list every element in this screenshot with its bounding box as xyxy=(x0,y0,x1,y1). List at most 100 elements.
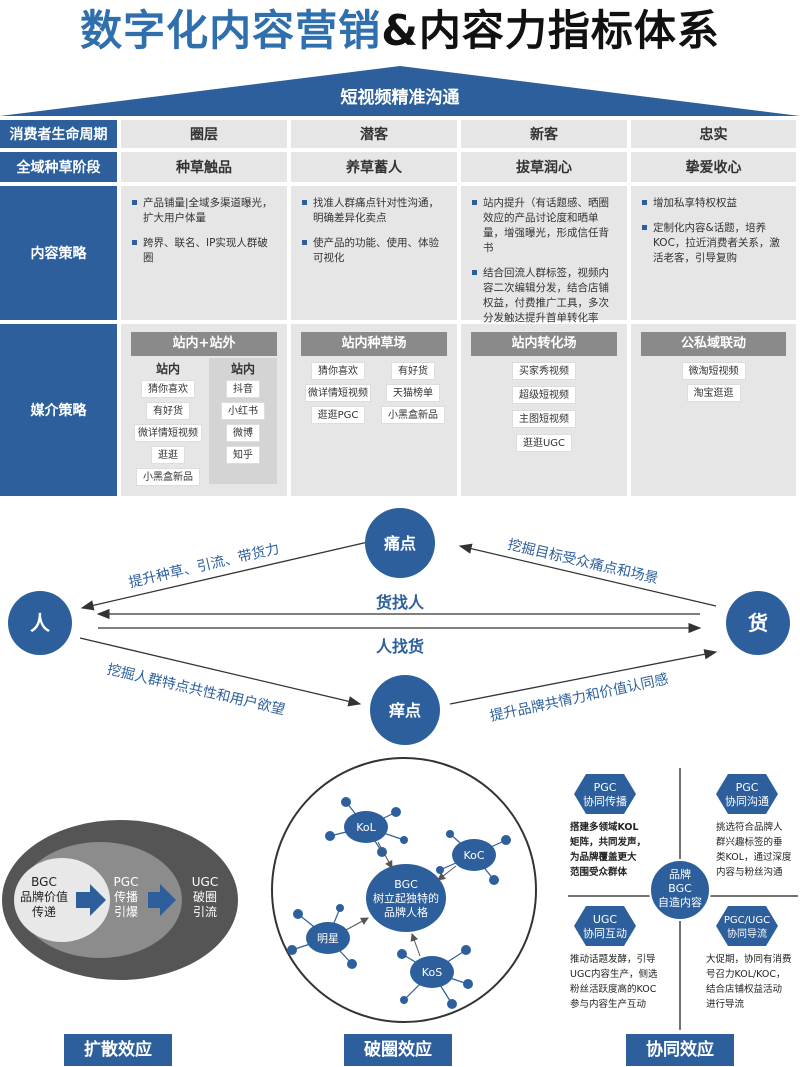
media-cell-4: 公私域联动 微淘短视频 淘宝逛逛 xyxy=(631,324,796,496)
content-cell: 产品铺量|全域多渠道曝光，扩大用户体量 跨界、联名、IP实现人群破圈 xyxy=(121,186,287,320)
content-bullet: 产品铺量|全域多渠道曝光，扩大用户体量 xyxy=(131,196,277,226)
row-stage: 全域种草阶段 种草触品 养草蓄人 拔草润心 挚爱收心 xyxy=(0,152,800,182)
media-tag: 小黑盒新品 xyxy=(135,468,200,486)
media-tag: 天猫榜单 xyxy=(385,384,440,402)
media-tag: 猜你喜欢 xyxy=(140,380,195,398)
lifecycle-cell: 圈层 xyxy=(121,120,287,148)
content-bullet: 增加私享特权权益 xyxy=(641,196,786,211)
content-bullet: 跨界、联名、IP实现人群破圈 xyxy=(131,236,277,266)
content-bullet: 找准人群痛点针对性沟通，明确差异化卖点 xyxy=(301,196,447,226)
media-head: 公私域联动 xyxy=(641,332,786,356)
breakout-leaf-dots xyxy=(287,797,511,1009)
node-kol xyxy=(344,811,388,843)
roof-banner xyxy=(0,66,800,116)
media-head: 站内转化场 xyxy=(471,332,617,356)
lifecycle-cell: 忠实 xyxy=(631,120,796,148)
label-goods: 货 xyxy=(748,611,768,635)
media-tag: 知乎 xyxy=(225,446,260,464)
arrow-person-to-itch xyxy=(79,637,362,707)
node-goods xyxy=(726,591,790,655)
breakout-label: 破圈效应 xyxy=(344,1034,452,1066)
label-itch: 痒点 xyxy=(389,701,421,720)
label-top-left: 提升种草、引流、带货力 xyxy=(127,540,281,591)
stage-cell: 挚爱收心 xyxy=(631,152,796,182)
media-tag: 微详情短视频 xyxy=(304,384,371,402)
media-tag: 逛逛 xyxy=(150,446,185,464)
label-bottom-left: 挖掘人群特点共性和用户欲望 xyxy=(105,661,286,719)
title-part1: 数字化内容营销 xyxy=(80,6,382,55)
synergy-badges xyxy=(574,774,778,946)
content-cell: 站内提升（有话题感、晒圈效应的产品讨论度和晒单量，增强曝光，形成信任背书 结合回… xyxy=(461,186,627,324)
row-media: 媒介策略 站内+站外 站内 猜你喜欢 有好货 微详情短视频 逛逛 小黑盒新品 站… xyxy=(0,324,800,496)
media-right-col: 站内 抖音 小红书 微博 知乎 xyxy=(208,358,277,484)
page-title: 数字化内容营销&内容力指标体系 xyxy=(0,2,800,60)
media-tag: 小红书 xyxy=(220,402,265,420)
content-bullet: 定制化内容&话题，培养KOC，拉近消费者关系，激活老客，引导复购 xyxy=(641,221,786,266)
media-tag: 微博 xyxy=(225,424,260,442)
row-label-stage: 全域种草阶段 xyxy=(0,152,117,182)
roof-label: 短视频精准沟通 xyxy=(340,88,460,108)
content-cell: 找准人群痛点针对性沟通，明确差异化卖点 使产品的功能、使用、体验可视化 xyxy=(291,186,457,320)
node-koc xyxy=(452,839,496,871)
diffusion-inner xyxy=(14,858,110,942)
media-tag: 微淘短视频 xyxy=(681,362,746,380)
synergy-text: 大促期，协同有消费号召力KOL/KOC，结合店铺权益活动进行导流 xyxy=(706,953,792,1010)
media-cell-1: 站内+站外 站内 猜你喜欢 有好货 微详情短视频 逛逛 小黑盒新品 站内 抖音 … xyxy=(121,324,287,496)
media-head: 站内种草场 xyxy=(301,332,447,356)
title-part2: &内容力指标体系 xyxy=(381,6,720,55)
media-subhead: 站内 xyxy=(230,362,255,376)
node-kol-label: KoL xyxy=(356,821,376,834)
media-tag: 淘宝逛逛 xyxy=(686,384,741,402)
stage-cell: 种草触品 xyxy=(121,152,287,182)
breakout-center xyxy=(366,864,446,932)
diffusion-arrow-1 xyxy=(76,884,106,916)
media-tag: 猜你喜欢 xyxy=(310,362,365,380)
row-label-lifecycle: 消费者生命周期 xyxy=(0,120,117,148)
arrow-itch-to-goods xyxy=(449,649,718,705)
node-koc-label: KoC xyxy=(463,849,484,862)
row-label-content: 内容策略 xyxy=(0,186,117,320)
media-subhead: 站内 xyxy=(155,362,180,376)
label-person-find-goods: 人找货 xyxy=(376,637,424,656)
node-star-label: 明星 xyxy=(317,932,339,945)
media-tag: 逛逛UGC xyxy=(515,434,573,452)
media-tag: 主图短视频 xyxy=(512,410,576,428)
content-bullet: 使产品的功能、使用、体验可视化 xyxy=(301,236,447,266)
media-tag: 抖音 xyxy=(225,380,260,398)
row-lifecycle: 消费者生命周期 圈层 潜客 新客 忠实 xyxy=(0,120,800,148)
row-label-media: 媒介策略 xyxy=(0,324,117,496)
diffusion-label: 扩散效应 xyxy=(64,1034,172,1066)
lifecycle-cell: 新客 xyxy=(461,120,627,148)
media-cell-3: 站内转化场 买家秀视频 超级短视频 主图短视频 逛逛UGC xyxy=(461,324,627,496)
row-content: 内容策略 产品铺量|全域多渠道曝光，扩大用户体量 跨界、联名、IP实现人群破圈 … xyxy=(0,186,800,324)
breakout-arrow xyxy=(437,865,457,881)
node-star xyxy=(306,922,350,954)
media-tag: 小黑盒新品 xyxy=(380,406,445,424)
media-tag: 有好货 xyxy=(145,402,190,420)
media-cell-2: 站内种草场 猜你喜欢 微详情短视频 逛逛PGC 有好货 天猫榜单 小黑盒新品 xyxy=(291,324,457,496)
media-tag: 微详情短视频 xyxy=(133,424,202,442)
media-left-col: 站内 猜你喜欢 有好货 微详情短视频 逛逛 小黑盒新品 xyxy=(131,358,205,490)
content-cell: 增加私享特权权益 定制化内容&话题，培养KOC，拉近消费者关系，激活老客，引导复… xyxy=(631,186,796,320)
stage-cell: 养草蓄人 xyxy=(291,152,457,182)
media-head: 站内+站外 xyxy=(131,332,277,356)
node-kos-label: KoS xyxy=(422,966,442,979)
media-tag: 有好货 xyxy=(390,362,435,380)
synergy-text: 挑选符合品牌人群兴趣标签的垂类KOL，通过深度内容与粉丝沟通 xyxy=(716,821,792,878)
media-tag: 超级短视频 xyxy=(512,386,576,404)
content-bullet: 站内提升（有话题感、晒圈效应的产品讨论度和晒单量，增强曝光，形成信任背书 xyxy=(471,196,617,256)
label-goods-find-person: 货找人 xyxy=(376,593,425,612)
breakout-arrow xyxy=(410,933,421,957)
diffusion-arrow-2 xyxy=(148,884,176,916)
node-itch xyxy=(370,675,440,745)
breakout-arrow xyxy=(377,841,393,869)
